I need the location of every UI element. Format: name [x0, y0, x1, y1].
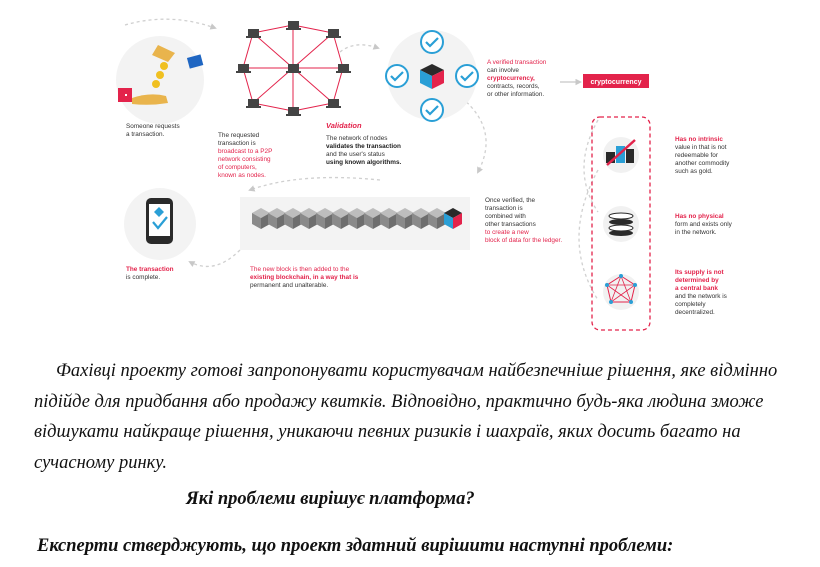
blockchain: [240, 197, 470, 250]
crypto-prop-2: Has no physical form and exists only in …: [675, 213, 734, 236]
coin-stack-icon: [603, 206, 639, 242]
check-icon: [421, 31, 443, 53]
validation-text: The network of nodes validates the trans…: [326, 135, 403, 166]
decentralized-network-icon: [603, 274, 639, 310]
article-paragraph-text: Фахівці проекту готові запропонувати кор…: [34, 361, 777, 473]
crypto-prop-3: Its supply is not determined by a centra…: [675, 269, 729, 316]
crypto-prop-1: Has no intrinsic value in that is not re…: [675, 136, 731, 175]
request-step: [116, 36, 204, 124]
step-request-text: Someone requests a transaction.: [126, 123, 181, 138]
cryptocurrency-tag: cryptocurrency: [583, 74, 649, 88]
check-icon: [386, 65, 408, 87]
validation-title: Validation: [326, 121, 362, 130]
step-added-text: The new block is then added to the exist…: [250, 266, 360, 289]
check-icon: [456, 65, 478, 87]
section-subheading: Експерти стверджують, що проект здатний …: [37, 536, 673, 557]
check-icon: [421, 99, 443, 121]
blockchain-infographic: Someone requests a transaction. The requ…: [0, 0, 820, 345]
svg-text:cryptocurrency: cryptocurrency: [591, 79, 642, 86]
verified-text: A verified transaction can involve crypt…: [487, 59, 548, 98]
no-gold-icon: [603, 137, 639, 173]
verification-cluster: [386, 30, 478, 121]
step-combined-text: Once verified, the transaction is combin…: [485, 197, 562, 244]
step-complete-text: The transaction is complete.: [126, 266, 175, 281]
article-paragraph: Фахівці проекту готові запропонувати кор…: [34, 356, 794, 478]
section-heading: Які проблеми вирішує платформа?: [186, 489, 475, 510]
phone-check-icon: [146, 198, 173, 244]
step-broadcast-text: The requested transaction is broadcast t…: [218, 132, 274, 179]
transaction-complete: [124, 188, 196, 260]
